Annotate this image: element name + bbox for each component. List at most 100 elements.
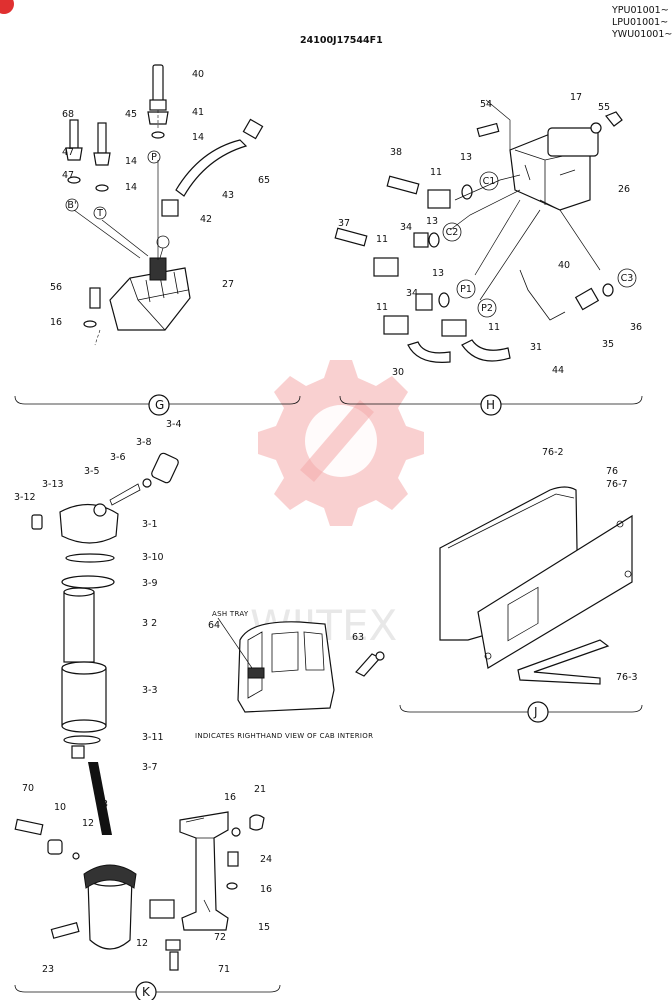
callout-g-4: 45: [125, 109, 137, 120]
ash-tray-note: ASH TRAY: [212, 610, 249, 618]
cab-view-note: INDICATES RIGHTHAND VIEW OF CAB INTERIOR: [195, 732, 373, 740]
callout-g-7: 47: [62, 170, 74, 181]
callout-k-top-12: 3-7: [142, 762, 158, 773]
callout-k-5: 24: [260, 854, 272, 865]
document-number: 24100J17544F1: [300, 35, 383, 46]
callout-k-top-11: 3-11: [142, 732, 164, 743]
callout-g-12: 27: [222, 279, 234, 290]
callout-h-4: 13: [460, 152, 472, 163]
port-label-0-g-circle: P: [151, 152, 157, 163]
callout-k-top-1: 3-8: [136, 437, 152, 448]
callout-k-top-5: 3-12: [14, 492, 36, 503]
callout-k-top-8: 3-9: [142, 578, 158, 589]
callout-k-2: 12: [82, 818, 94, 829]
callout-k-top-0: 3-4: [166, 419, 182, 430]
callout-k-top-13: 3: [102, 799, 108, 810]
port-label-1-g-circle: B': [67, 200, 76, 211]
callout-h-12: 13: [432, 268, 444, 279]
callout-g-5: 47: [62, 147, 74, 158]
callout-h-11: 40: [558, 260, 570, 271]
callout-g-8: 14: [125, 182, 137, 193]
callout-k-8: 72: [214, 932, 226, 943]
callout-j-0: 76-2: [542, 447, 564, 458]
callout-k-top-3: 3-5: [84, 466, 100, 477]
section-h-drawing: [334, 99, 637, 363]
callout-g-1: 41: [192, 107, 204, 118]
serial-range-3: YWU01001~: [611, 29, 672, 40]
callout-h-13: 34: [406, 288, 418, 299]
callout-h-0: 54: [480, 99, 492, 110]
section-g-marker: [148, 394, 170, 416]
port-label-1-h-circle: C2: [446, 227, 459, 238]
callout-h-17: 30: [392, 367, 404, 378]
watermark-gear-logo: [258, 360, 424, 526]
callout-h-16: 31: [530, 342, 542, 353]
callout-cab-0: 64: [208, 620, 220, 631]
callout-j-2: 76-7: [606, 479, 628, 490]
callout-h-20: 36: [630, 322, 642, 333]
callout-j-1: 76: [606, 466, 618, 477]
callout-k-top-2: 3-6: [110, 452, 126, 463]
callout-g-6: 14: [125, 156, 137, 167]
port-label-2-h-circle: P1: [460, 284, 472, 295]
section-label-h: H: [486, 398, 495, 412]
callout-k-top-7: 3-10: [142, 552, 164, 563]
hose-3: [88, 762, 112, 835]
section-label-j: J: [533, 705, 538, 719]
callout-h-1: 17: [570, 92, 582, 103]
callout-cab-1: 63: [352, 632, 364, 643]
section-j-bracket: [399, 704, 643, 713]
callout-h-15: 11: [488, 322, 500, 333]
callout-k-1: 10: [54, 802, 66, 813]
callout-h-7: 37: [338, 218, 350, 229]
section-h-marker: [480, 394, 502, 416]
port-label-2-g-circle: T: [96, 208, 103, 219]
section-g-drawing: [65, 64, 264, 346]
section-label-g: G: [155, 398, 164, 412]
callout-k-7: 15: [258, 922, 270, 933]
serial-range-2: LPU01001~: [612, 17, 668, 28]
port-label-4-h-circle: C3: [621, 273, 634, 284]
callout-g-3: 68: [62, 109, 74, 120]
callout-k-top-10: 3-3: [142, 685, 158, 696]
callout-k-top-4: 3-13: [42, 479, 64, 490]
callout-k-10: 71: [218, 964, 230, 975]
serial-range-1: YPU01001~: [611, 5, 669, 16]
callout-labels: 40 41 14 68 45 47 14 47 14 65 43 42 27 56 16 54 17 55 38 13…: [14, 69, 642, 975]
callout-g-13: 56: [50, 282, 62, 293]
callout-h-3: 38: [390, 147, 402, 158]
port-label-3-h-circle: P2: [481, 303, 493, 314]
callout-h-9: 34: [400, 222, 412, 233]
section-label-k: K: [142, 985, 151, 999]
callout-j-3: 76-3: [616, 672, 638, 683]
corner-badge: [0, 0, 14, 14]
callout-h-6: 26: [618, 184, 630, 195]
callout-h-10: 13: [426, 216, 438, 227]
filter-assembly-drawing: [31, 452, 179, 835]
section-k-drawing: [14, 811, 265, 971]
callout-k-6: 16: [260, 884, 272, 895]
callout-k-top-9: 3 2: [142, 618, 157, 629]
callout-h-19: 35: [602, 339, 614, 350]
callout-k-3: 16: [224, 792, 236, 803]
callout-h-8: 11: [376, 234, 388, 245]
callout-g-0: 40: [192, 69, 204, 80]
callout-g-14: 16: [50, 317, 62, 328]
callout-g-9: 65: [258, 175, 270, 186]
callout-k-4: 21: [254, 784, 266, 795]
callout-k-top-6: 3-1: [142, 519, 158, 530]
callout-h-18: 44: [552, 365, 564, 376]
callout-g-11: 42: [200, 214, 212, 225]
callout-h-2: 55: [598, 102, 610, 113]
callout-k-0: 70: [22, 783, 34, 794]
callout-g-2: 14: [192, 132, 204, 143]
callout-h-14: 11: [376, 302, 388, 313]
callout-g-10: 43: [222, 190, 234, 201]
section-j-drawing: [439, 486, 633, 685]
section-j-marker: [527, 701, 549, 723]
callout-k-9: 12: [136, 938, 148, 949]
port-label-0-h-circle: C1: [483, 176, 496, 187]
